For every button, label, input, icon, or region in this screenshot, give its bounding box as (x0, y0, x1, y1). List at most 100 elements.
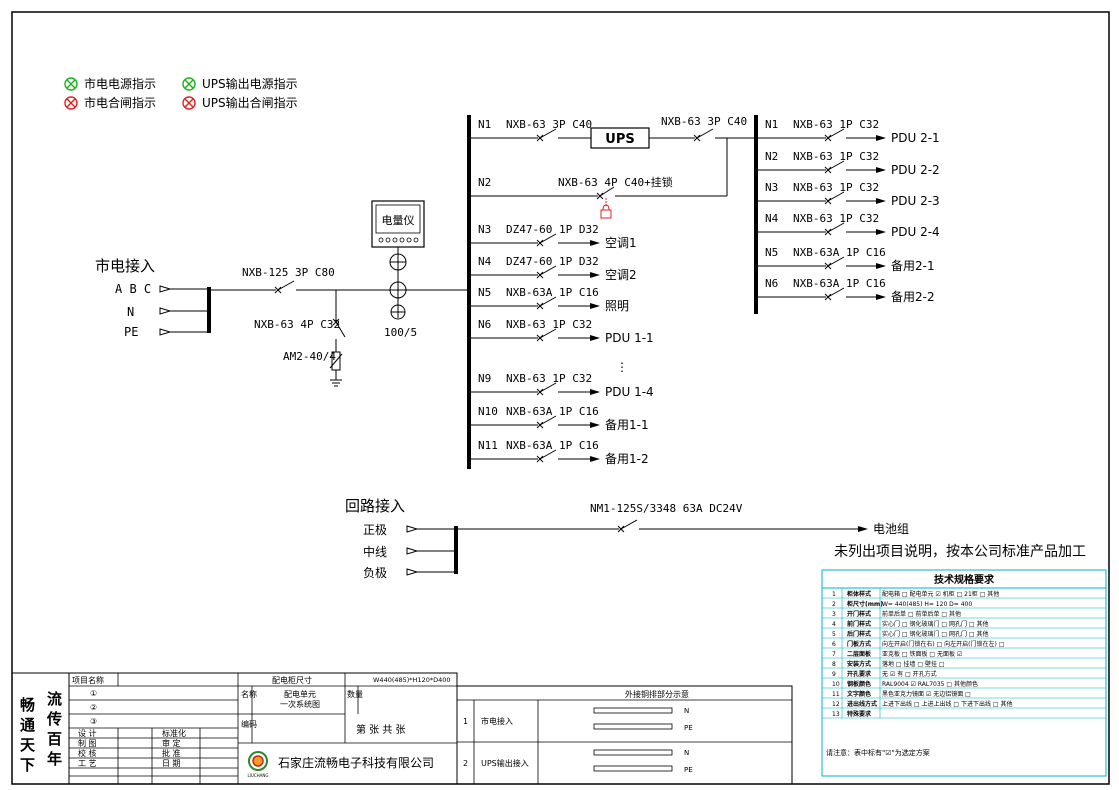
copper-bar-label: N (684, 707, 689, 715)
input-busbar (207, 287, 211, 333)
mains-title: 市电接入 (95, 257, 155, 275)
copper-row-number: 1 (463, 717, 468, 726)
copper-bar-label: PE (684, 766, 693, 774)
breaker-label: DZ47-60 1P D32 (506, 255, 599, 268)
name-label: 名称 (241, 689, 257, 699)
load-label: PDU 2-3 (891, 194, 940, 208)
spec-row-key: 前门样式 (847, 620, 871, 628)
role-label: 工 艺 (78, 759, 97, 768)
branch-id: N9 (478, 372, 491, 385)
spec-title: 技术规格要求 (934, 573, 995, 586)
quantity-label: 数量 (347, 689, 363, 699)
spec-row-value: 黑色亚克力镜面 ☑ 无边铝镜面 □ (882, 690, 971, 698)
role-label: 设 计 (78, 728, 97, 738)
dc-positive-label: 正极 (363, 523, 387, 537)
spec-row-key: 文字颜色 (846, 690, 871, 698)
motto-char: 畅 (20, 696, 35, 714)
company-logo-icon: LIUCHANG (248, 751, 269, 778)
dc-negative-label: 负极 (363, 566, 387, 580)
spec-row-value: 实心门 □ 钢化玻璃门 □ 网孔门 □ 其他 (882, 620, 988, 628)
legend-item-mains-power: 市电电源指示 (64, 76, 156, 91)
company-name: 石家庄流畅电子科技有限公司 (278, 755, 434, 770)
role-label: 日 期 (162, 759, 181, 768)
spec-row-number: 11 (832, 691, 840, 698)
role-label: 制 图 (78, 738, 97, 748)
breaker-label: DZ47-60 1P D32 (506, 223, 599, 236)
padlock-icon (600, 198, 612, 219)
spd-breaker-label: NXB-63 4P C32 (254, 318, 340, 331)
breaker-label: NXB-63 1P C32 (793, 212, 879, 225)
drawing-subname: 一次系统图 (280, 699, 320, 709)
load-label: PDU 2-2 (891, 163, 940, 177)
breaker-label: NXB-63A 1P C16 (506, 286, 599, 299)
copper-bar-n (593, 749, 673, 756)
branch-id: N10 (478, 405, 498, 418)
motto-char: 年 (47, 750, 62, 768)
breaker-switch (827, 256, 845, 267)
ups-output-busbar (754, 115, 758, 314)
copper-bar-n (593, 707, 673, 714)
ups-section: UPS NXB-63 3P C40 (590, 115, 756, 219)
load-label: PDU 2-1 (891, 131, 940, 145)
revision-mark: ③ (90, 717, 97, 726)
load-label: 备用2-2 (891, 290, 935, 304)
spec-row-value: RAL9004 ☑ RAL7035 □ 其他颜色 (882, 680, 978, 688)
spec-row-value: 配电箱 □ 配电单元 ☑ 机柜 □ 21柜 □ 其他 (882, 590, 999, 598)
indicator-lamp-icon (182, 77, 196, 91)
indicator-lamp-icon (64, 77, 78, 91)
spec-row-key: 特殊要求 (847, 710, 872, 718)
legend-item-ups-power: UPS输出电源指示 (182, 76, 298, 91)
main-breaker-label: NXB-125 3P C80 (242, 266, 335, 279)
branch-id: N3 (765, 181, 778, 194)
copper-bar-pe (593, 723, 673, 730)
breaker-label: NXB-63A 1P C16 (793, 277, 886, 290)
spec-row-value: 实心门 □ 钢化玻璃门 □ 网孔门 □ 其他 (882, 630, 988, 638)
indicator-lamp-icon (182, 96, 196, 110)
motto-char: 下 (20, 756, 35, 774)
spec-row-key: 安装方式 (847, 660, 871, 668)
breaker-switch (827, 222, 845, 233)
legend-item-ups-closed: UPS输出合闸指示 (182, 95, 298, 110)
legend-label: 市电电源指示 (84, 76, 156, 91)
branch-id: N11 (478, 439, 498, 452)
spec-row-key: 后门样式 (847, 630, 871, 638)
legend-label: 市电合闸指示 (84, 95, 156, 110)
battery-label: 电池组 (873, 522, 909, 536)
spec-footnote: 请注意：表中标有"☑"为选定方案 (826, 748, 930, 757)
project-name-label: 项目名称 (72, 675, 104, 685)
logo-text: LIUCHANG (248, 773, 269, 778)
breaker-switch (539, 328, 557, 339)
load-label: PDU 2-4 (891, 225, 940, 239)
spec-row-key: 开门样式 (847, 610, 871, 618)
motto-char: 百 (47, 730, 62, 748)
spec-row-value: 上进下出线 □ 上进上出线 □ 下进下出线 □ 其他 (882, 700, 1012, 708)
spec-row-number: 2 (832, 601, 836, 608)
breaker-switch (827, 160, 845, 171)
meter-label: 电量仪 (382, 214, 415, 227)
copper-bar-label: N (684, 749, 689, 757)
load-label: 空调1 (605, 236, 637, 250)
branch-id: N1 (478, 118, 491, 131)
branch-id: N4 (765, 212, 779, 225)
dc-title: 回路接入 (345, 497, 405, 515)
spec-row-value: 向左开启(门锁在右) □ 向左开启(门锁在左) □ (882, 640, 1004, 648)
spec-row-number: 8 (832, 661, 836, 668)
branch-id: N5 (765, 246, 778, 259)
general-note: 未列出项目说明，按本公司标准产品加工 (834, 544, 1086, 560)
breaker-label: NXB-63 1P C32 (506, 318, 592, 331)
copper-row-number: 2 (463, 759, 468, 768)
spec-row-number: 6 (832, 641, 836, 648)
main-breaker-switch (277, 280, 295, 291)
copper-row-label: 市电接入 (481, 716, 513, 726)
branch-id: N6 (765, 277, 778, 290)
